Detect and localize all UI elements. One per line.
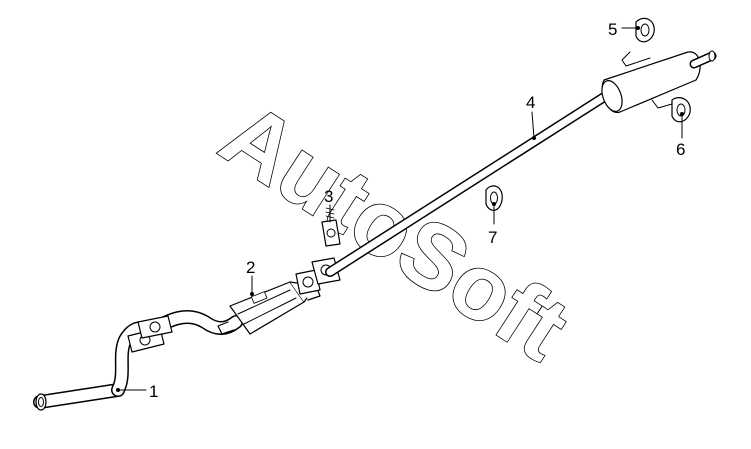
leader-dots: [116, 26, 684, 392]
rear-silencer: [601, 50, 717, 113]
callout-4: 4: [526, 93, 535, 112]
front-downpipe: [33, 310, 243, 411]
callout-5: 5: [608, 20, 617, 39]
rubber-mount-part-7: [485, 185, 503, 211]
flange-gasket: [295, 257, 341, 295]
callout-7: 7: [488, 228, 497, 247]
intermediate-pipe: [325, 87, 617, 277]
callout-1: 1: [149, 382, 158, 401]
leader-lines: [117, 27, 683, 391]
rubber-mount-part-6: [671, 97, 691, 123]
catalytic-converter: [217, 281, 321, 335]
callout-6: 6: [676, 140, 685, 159]
rubber-mount-part-5: [635, 17, 655, 43]
callout-2: 2: [246, 258, 255, 277]
callout-3: 3: [324, 187, 333, 206]
